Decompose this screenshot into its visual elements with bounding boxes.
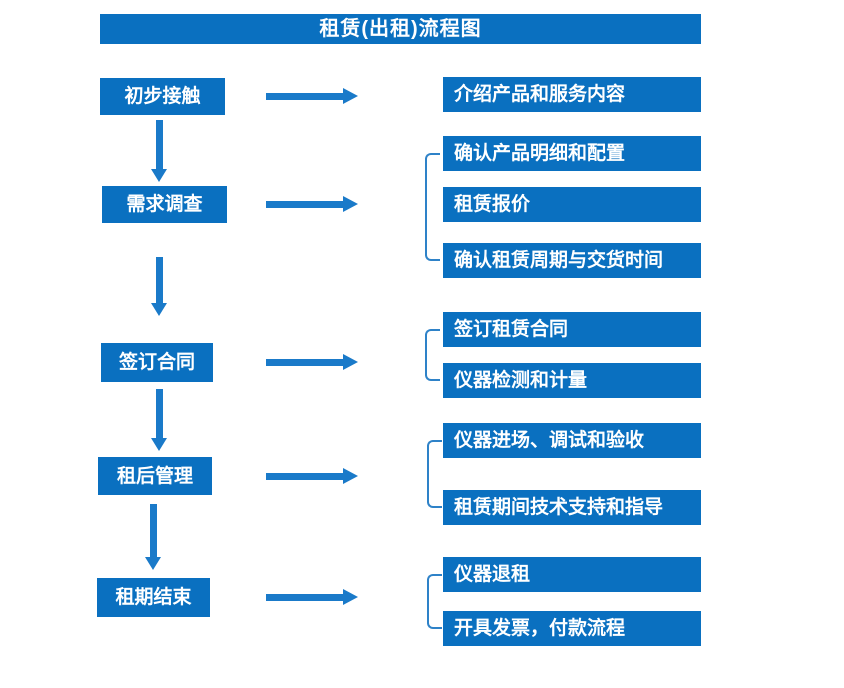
right-arrow-1: [266, 88, 358, 105]
right-arrow-2: [266, 196, 358, 213]
detail-box-introduce-products: 介绍产品和服务内容: [443, 77, 701, 112]
arrow-stem: [266, 359, 344, 366]
bracket-rental-end: [427, 574, 442, 629]
arrow-head-icon: [343, 468, 358, 484]
arrow-head-icon: [343, 88, 358, 104]
arrow-head-icon: [145, 557, 161, 570]
right-arrow-3: [266, 354, 358, 371]
arrow-stem: [155, 257, 163, 304]
detail-box-instrument-setup-acceptance: 仪器进场、调试和验收: [443, 423, 701, 458]
step-box-demand-survey: 需求调查: [102, 186, 227, 223]
step-box-sign-contract: 签订合同: [101, 343, 213, 382]
detail-box-instrument-testing: 仪器检测和计量: [443, 363, 701, 398]
right-arrow-5: [266, 589, 358, 606]
detail-box-instrument-return: 仪器退租: [443, 557, 701, 592]
arrow-head-icon: [343, 354, 358, 370]
detail-box-invoice-payment: 开具发票，付款流程: [443, 611, 701, 646]
flowchart-title: 租赁(出租)流程图: [100, 14, 701, 44]
arrow-head-icon: [151, 303, 167, 316]
arrow-head-icon: [151, 169, 167, 182]
detail-box-rental-quote: 租赁报价: [443, 187, 701, 222]
step-box-post-rental-management: 租后管理: [98, 457, 212, 495]
down-arrow-4: [145, 504, 161, 570]
arrow-stem: [149, 504, 157, 558]
detail-box-tech-support: 租赁期间技术支持和指导: [443, 490, 701, 525]
arrow-head-icon: [343, 196, 358, 212]
arrow-stem: [266, 201, 344, 208]
right-arrow-4: [266, 468, 358, 485]
bracket-sign-contract: [425, 329, 440, 381]
arrow-stem: [155, 120, 163, 170]
detail-box-confirm-period-delivery: 确认租赁周期与交货时间: [443, 243, 701, 278]
detail-box-sign-rental-contract: 签订租赁合同: [443, 312, 701, 347]
arrow-stem: [266, 93, 344, 100]
arrow-stem: [155, 389, 163, 439]
bracket-post-rental: [427, 440, 442, 508]
step-box-initial-contact: 初步接触: [100, 78, 225, 115]
step-box-rental-end: 租期结束: [97, 578, 210, 617]
down-arrow-1: [151, 120, 167, 182]
down-arrow-3: [151, 389, 167, 451]
arrow-stem: [266, 473, 344, 480]
arrow-head-icon: [343, 589, 358, 605]
down-arrow-2: [151, 257, 167, 316]
bracket-demand-survey: [425, 153, 440, 261]
arrow-head-icon: [151, 438, 167, 451]
arrow-stem: [266, 594, 344, 601]
detail-box-confirm-product-config: 确认产品明细和配置: [443, 136, 701, 171]
